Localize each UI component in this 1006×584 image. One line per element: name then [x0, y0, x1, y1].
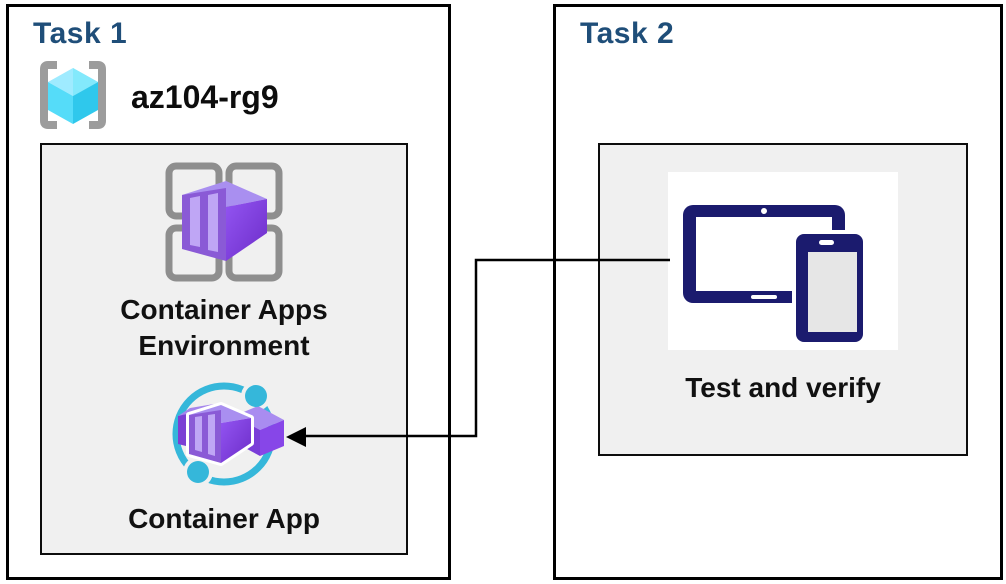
environment-label-line2: Environment: [138, 330, 310, 361]
environment-label: Container Apps Environment: [120, 292, 327, 364]
environment-label-line1: Container Apps: [120, 294, 328, 325]
task2-title: Task 2: [580, 17, 675, 50]
tablet-and-phone-devices-icon: [668, 205, 898, 354]
test-and-verify-label: Test and verify: [685, 372, 881, 403]
container-apps-panel: Container Apps Environment: [40, 143, 408, 555]
container-app-label: Container App: [128, 503, 320, 534]
resource-group-name: az104-rg9: [131, 79, 279, 115]
devices-icon-box: [668, 172, 898, 350]
resource-group-icon: [35, 59, 111, 136]
task1-box: Task 1 az104-rg9: [6, 4, 451, 580]
task2-box: Task 2: [553, 4, 1003, 580]
container-apps-environment-icon: [164, 161, 284, 288]
task1-title: Task 1: [33, 17, 128, 50]
test-and-verify-panel: Test and verify: [598, 143, 968, 456]
container-app-icon: [162, 376, 286, 497]
resource-group-row: az104-rg9: [35, 59, 279, 136]
